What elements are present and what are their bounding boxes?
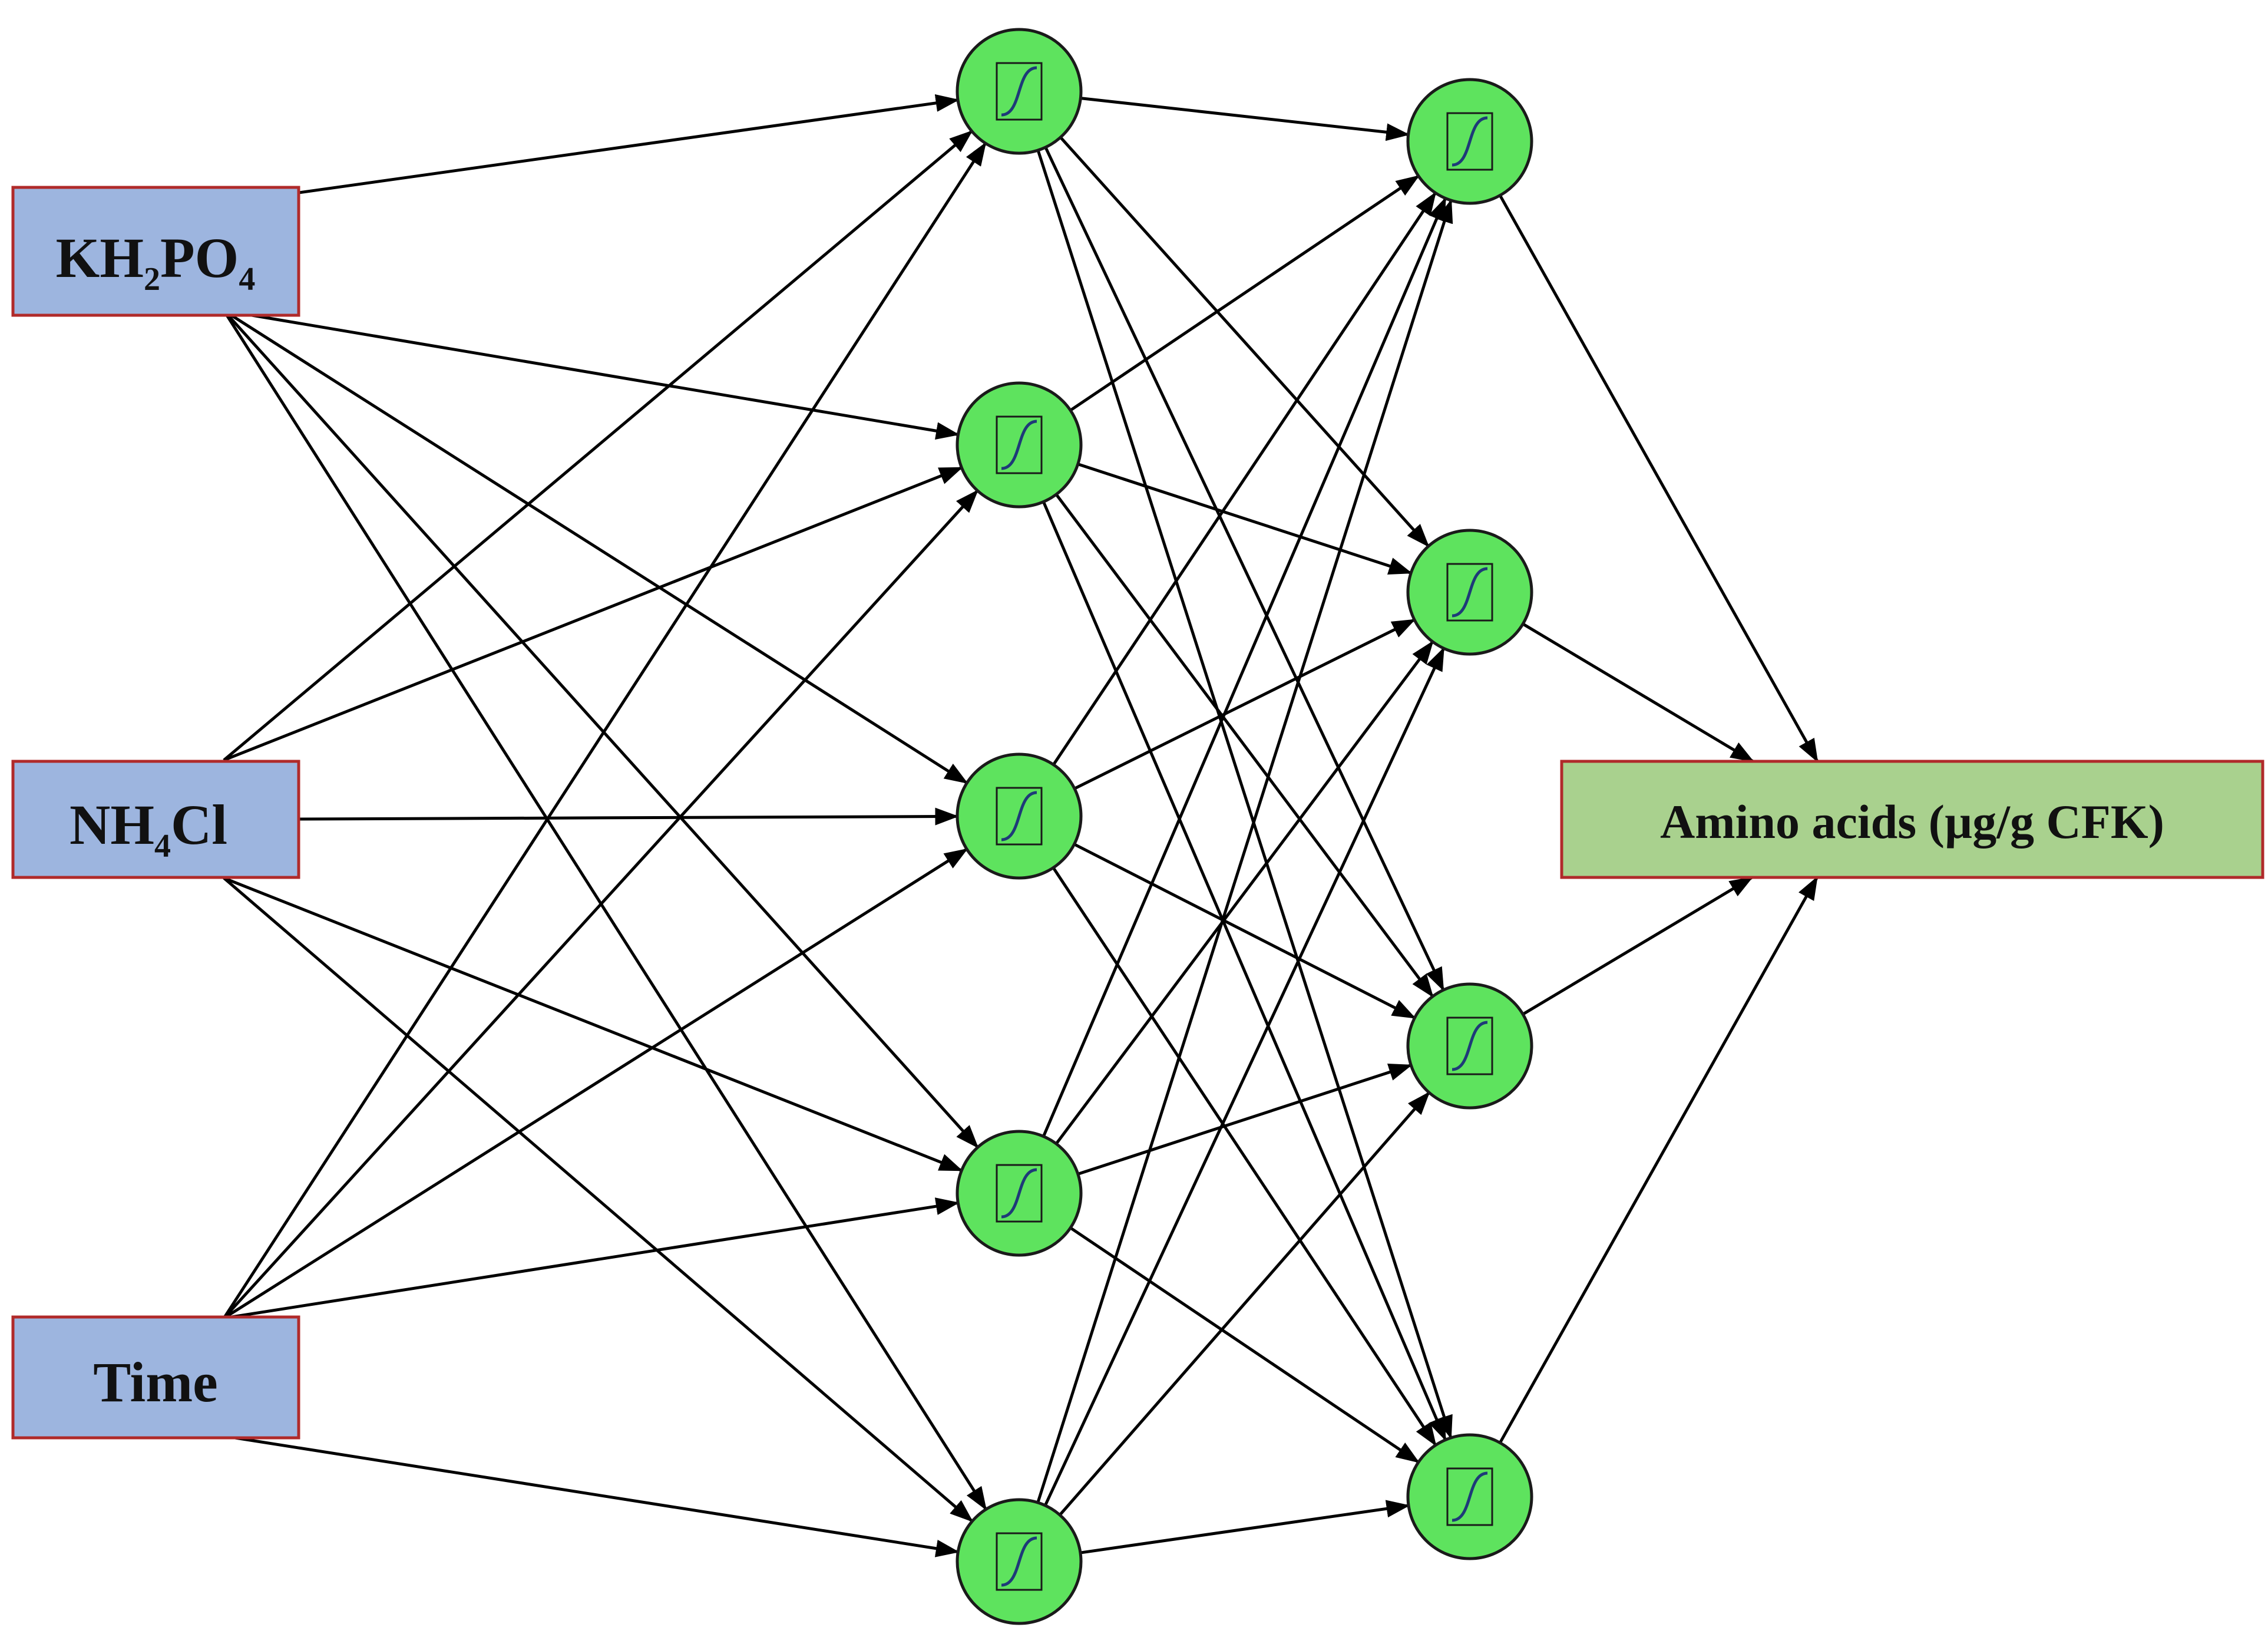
output-label: Amino acids (µg/g CFK) xyxy=(1660,795,2164,849)
input-label-mid: Cl xyxy=(171,793,227,856)
edge-hidden1-to-hidden2 xyxy=(1052,867,1437,1447)
edge-input-to-hidden1 xyxy=(222,142,987,1319)
hidden2-node-2 xyxy=(1406,529,1533,656)
edge-hidden1-to-hidden2 xyxy=(1059,136,1430,547)
input-label-sub: 4 xyxy=(154,828,171,864)
edge-input-to-hidden1 xyxy=(222,309,987,1511)
edge-hidden1-to-hidden2 xyxy=(1055,641,1434,1145)
edge-hidden1-to-hidden2 xyxy=(1042,197,1447,1137)
sigmoid-icon xyxy=(996,1164,1043,1223)
edge-input-to-hidden1 xyxy=(223,876,963,1172)
edge-hidden1-to-hidden2 xyxy=(1044,146,1445,992)
input-node-kh2po4: KH2PO4 xyxy=(11,186,300,317)
edge-hidden1-to-hidden2 xyxy=(1044,646,1445,1506)
sigmoid-icon xyxy=(1446,1467,1493,1526)
svg-text:KH2PO4: KH2PO4 xyxy=(56,226,256,298)
edge-hidden1-to-hidden2 xyxy=(1042,501,1447,1441)
hidden1-node-4 xyxy=(956,1130,1083,1257)
edge-input-to-hidden1 xyxy=(223,877,974,1523)
sigmoid-icon xyxy=(996,1532,1043,1591)
input-label-main: Time xyxy=(93,1351,218,1414)
edge-input-to-hidden1 xyxy=(223,309,979,1148)
edge-hidden2-to-output xyxy=(1522,622,1754,763)
edge-hidden2-to-output xyxy=(1522,876,1754,1016)
hidden1-node-3 xyxy=(956,752,1083,880)
edge-hidden1-to-hidden2 xyxy=(1052,192,1437,766)
edge-hidden1-to-hidden2 xyxy=(1059,1091,1430,1516)
edge-hidden1-to-hidden2 xyxy=(1036,150,1453,1440)
edge-input-to-hidden1 xyxy=(223,466,963,762)
edge-hidden2-to-output xyxy=(1499,876,1819,1444)
hidden-nodes xyxy=(956,28,1533,1625)
input-label-main: KH xyxy=(56,226,144,289)
edge-hidden1-to-hidden2 xyxy=(1077,463,1413,575)
sigmoid-icon xyxy=(1446,1016,1493,1075)
edge-input-to-hidden1 xyxy=(223,1197,960,1320)
edge-input-to-hidden1 xyxy=(298,94,960,194)
sigmoid-icon xyxy=(996,787,1043,846)
connection-lines xyxy=(222,94,1819,1557)
hidden2-node-1 xyxy=(1406,78,1533,205)
input-label-main: NH xyxy=(70,793,154,856)
edge-hidden1-to-hidden2 xyxy=(1080,97,1410,141)
hidden1-node-5 xyxy=(956,1498,1083,1625)
sigmoid-icon xyxy=(1446,563,1493,622)
edge-hidden1-to-hidden2 xyxy=(1069,1226,1420,1464)
edge-hidden1-to-hidden2 xyxy=(1036,199,1453,1503)
edge-input-to-hidden1 xyxy=(223,1434,960,1557)
input-label-sub: 4 xyxy=(239,261,255,298)
edge-hidden1-to-hidden2 xyxy=(1073,618,1416,790)
hidden2-node-4 xyxy=(1406,1433,1533,1560)
input-label-mid: PO xyxy=(160,226,239,289)
output-node-amino-acids: Amino acids (µg/g CFK) xyxy=(1560,760,2264,879)
edge-input-to-hidden1 xyxy=(298,807,959,826)
hidden1-node-2 xyxy=(956,381,1083,509)
sigmoid-icon xyxy=(1446,112,1493,171)
input-label-sub: 2 xyxy=(144,261,160,298)
hidden1-node-1 xyxy=(956,28,1083,155)
sigmoid-icon xyxy=(996,415,1043,474)
edge-input-to-hidden1 xyxy=(223,130,973,761)
edge-hidden1-to-hidden2 xyxy=(1080,1500,1410,1554)
edge-input-to-hidden1 xyxy=(223,309,968,784)
hidden2-node-3 xyxy=(1406,982,1533,1110)
input-node-time: Time xyxy=(11,1315,300,1440)
svg-text:NH4Cl: NH4Cl xyxy=(70,793,227,864)
edge-input-to-hidden1 xyxy=(223,847,968,1320)
edge-hidden1-to-hidden2 xyxy=(1073,843,1416,1019)
input-node-nh4cl: NH4Cl xyxy=(11,760,300,879)
edge-hidden1-to-hidden2 xyxy=(1055,493,1434,998)
edge-input-to-hidden1 xyxy=(223,309,960,440)
edge-hidden1-to-hidden2 xyxy=(1077,1064,1413,1176)
sigmoid-icon xyxy=(996,62,1043,121)
edge-hidden1-to-hidden2 xyxy=(1069,174,1420,412)
edge-hidden2-to-output xyxy=(1499,194,1819,763)
edge-input-to-hidden1 xyxy=(223,489,979,1319)
